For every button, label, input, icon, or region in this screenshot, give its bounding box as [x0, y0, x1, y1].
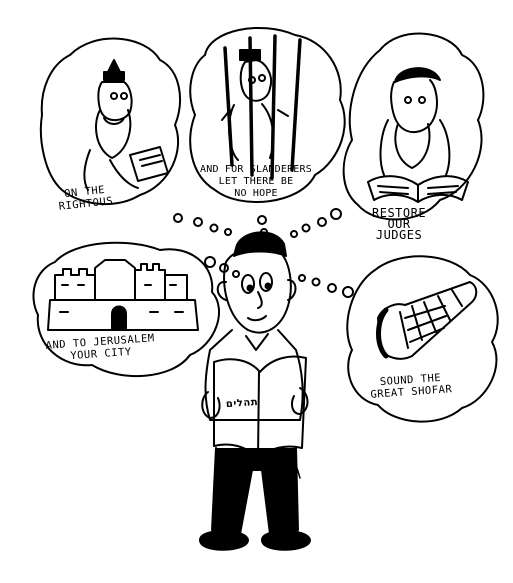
bubble-slanderers [189, 27, 346, 203]
caption-line: JUDGES [375, 228, 423, 242]
caption-line: RESTORE [372, 206, 427, 220]
caption-line: NO HOPE [234, 188, 278, 199]
boy-figure [199, 231, 311, 551]
book-label: תהלים [225, 396, 259, 411]
caption-judges: RESTORE OUR JUDGES [372, 206, 427, 242]
caption-line: LET THERE BE [218, 176, 294, 187]
bubble-righteous [39, 37, 181, 206]
thought-dots [173, 208, 354, 298]
caption-slanderers: AND FOR SLANDERERS LET THERE BE NO HOPE [200, 164, 312, 200]
caption-line: AND FOR SLANDERERS [200, 164, 312, 175]
caption-line: OUR [387, 217, 411, 231]
bubble-jerusalem [32, 241, 221, 378]
bubble-judges [342, 32, 485, 221]
bubble-shofar [346, 255, 499, 423]
